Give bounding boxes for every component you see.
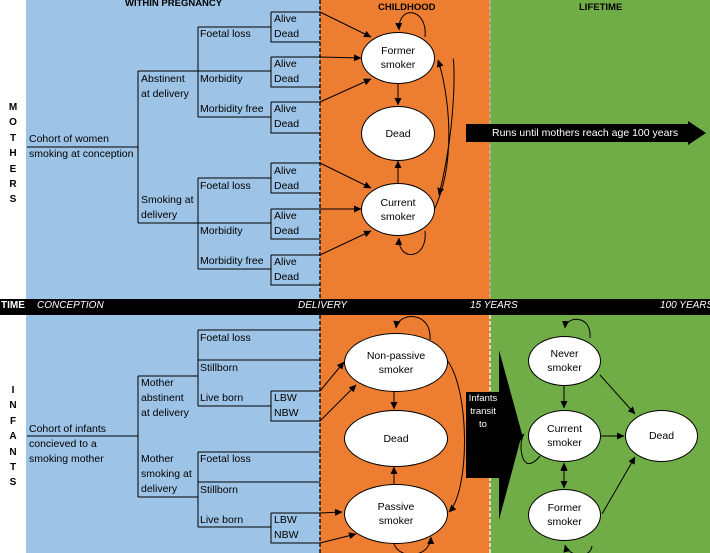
outcome-label: Live born <box>200 392 244 404</box>
state-alive: Alive <box>274 165 297 177</box>
timeline-100-years: 100 YEARS <box>660 300 710 311</box>
outcome-label: Foetal loss <box>200 453 251 465</box>
state-alive: Alive <box>274 58 297 70</box>
state-alive: Alive <box>274 13 297 25</box>
outcome-label: Foetal loss <box>200 180 251 192</box>
outcome-label: Stillborn <box>200 362 238 374</box>
timeline-conception: CONCEPTION <box>37 300 104 311</box>
outcome-label: Foetal loss <box>200 28 251 40</box>
mothers-root-label: Cohort of women smoking at conception <box>29 133 134 160</box>
lifetime-panel-mothers <box>490 0 710 299</box>
timeline-delivery: DELIVERY <box>298 300 348 311</box>
state-lbw: LBW <box>274 392 297 404</box>
side-label-mothers: M O T H E R S <box>8 102 18 206</box>
state-lbw: LBW <box>274 514 297 526</box>
state-dead: Dead <box>274 271 300 283</box>
state-dead: Dead <box>274 225 300 237</box>
infants-root-label: Cohort of infants concieved to a smoking… <box>29 423 107 465</box>
state-nbw: NBW <box>274 407 299 419</box>
state-alive: Alive <box>274 210 297 222</box>
outcome-label: Stillborn <box>200 484 238 496</box>
outcome-label: Foetal loss <box>200 332 251 344</box>
outcome-label: Morbidity <box>200 225 243 237</box>
outcome-label: Morbidity free <box>200 255 264 267</box>
outcome-label: Morbidity free <box>200 103 264 115</box>
state-alive: Alive <box>274 256 297 268</box>
header-lifetime: LIFETIME <box>579 2 623 13</box>
infants-branch-abstinent: Mother abstinent at delivery <box>141 377 189 419</box>
side-label-infants: I N F A N T S <box>9 385 17 489</box>
state-dead: Dead <box>274 28 300 40</box>
state-node-dead: Dead <box>344 410 448 467</box>
mothers-branch-smoking: Smoking at delivery <box>141 194 194 221</box>
state-dead: Dead <box>274 73 300 85</box>
outcome-label: Live born <box>200 514 244 526</box>
state-node-dead-lifetime: Dead <box>625 410 698 462</box>
timeline-15-years: 15 YEARS <box>470 300 518 311</box>
header-childhood: CHILDHOOD <box>378 2 436 13</box>
state-dead: Dead <box>274 180 300 192</box>
outcome-label: Morbidity <box>200 73 243 85</box>
state-dead: Dead <box>274 118 300 130</box>
infants-branch-smoking: Mother smoking at delivery <box>141 453 192 495</box>
runs-until-arrow: Runs until mothers reach age 100 years <box>466 124 688 142</box>
header-within-pregnancy: WITHIN PREGNANCY <box>125 0 223 9</box>
state-node-dead: Dead <box>361 106 435 161</box>
timeline-bar: TIME CONCEPTION DELIVERY 15 YEARS 100 YE… <box>0 299 710 315</box>
state-nbw: NBW <box>274 529 299 541</box>
state-alive: Alive <box>274 103 297 115</box>
timeline-label: TIME <box>1 300 25 311</box>
mothers-branch-abstinent: Abstinent at delivery <box>141 73 189 100</box>
transit-label: Infants transit to <box>468 393 498 430</box>
